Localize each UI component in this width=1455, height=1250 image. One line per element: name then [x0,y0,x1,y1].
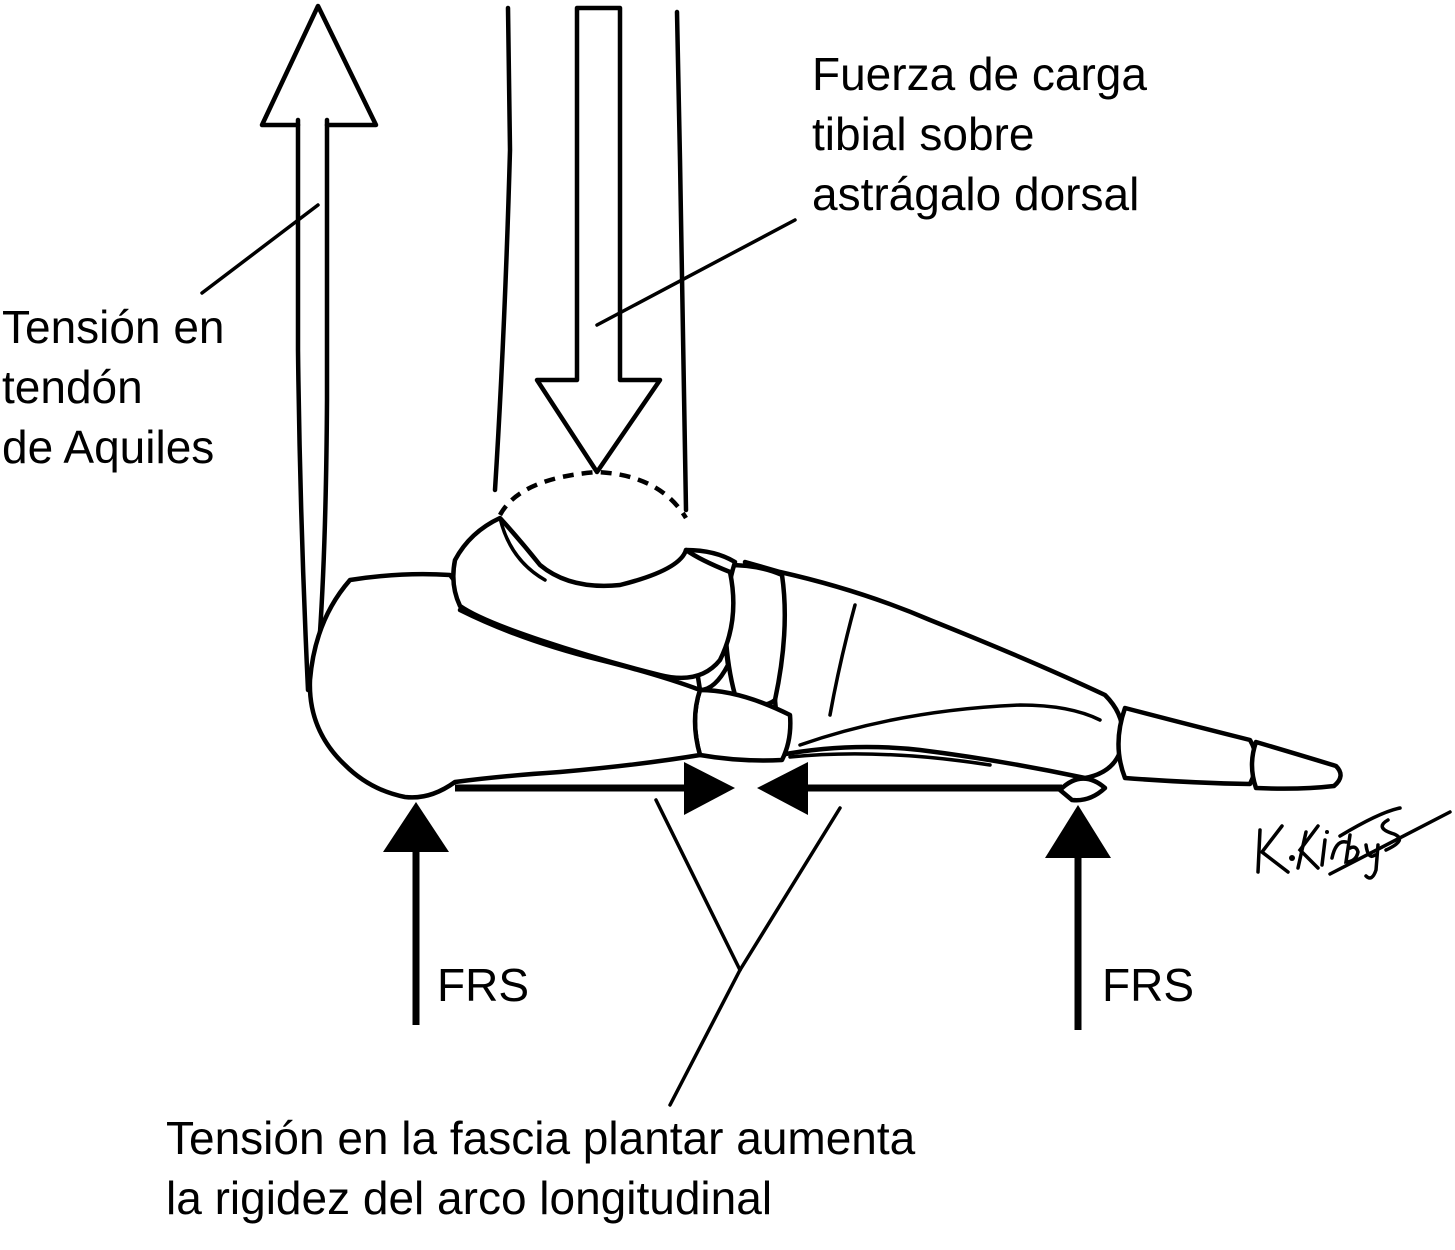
calcaneus [307,571,703,800]
plantar-fascia-label: Tensión en la fascia plantar aumenta la … [166,1112,916,1224]
achilles-tendon [295,117,330,693]
tibial-load-arrow [534,5,663,475]
distal-phalanx [1249,739,1343,791]
achilles-tension-label: Tensión en tendón de Aquiles [2,301,225,473]
grf-arrow-forefoot [1045,805,1111,1030]
grf-arrow-rearfoot [383,802,449,1025]
grf-label-rearfoot: FRS [437,959,529,1011]
leader-line-tibial-load [595,218,797,327]
achilles-tension-arrow [259,3,379,128]
talar-dome-dashed-outline [498,469,688,520]
tibia [492,5,689,513]
sesamoid [1057,776,1108,803]
leader-lines-plantar-fascia [654,798,842,1107]
leader-line-achilles [200,203,320,295]
plantar-fascia-tension-arrow-right [757,762,808,815]
talus [451,515,736,681]
grf-label-forefoot: FRS [1102,959,1194,1011]
proximal-phalanx [1116,705,1259,787]
signature [1256,806,1452,880]
tibial-load-label: Fuerza de carga tibial sobre astrágalo d… [812,48,1147,220]
plantar-fascia-tension-arrow-left [684,762,735,815]
